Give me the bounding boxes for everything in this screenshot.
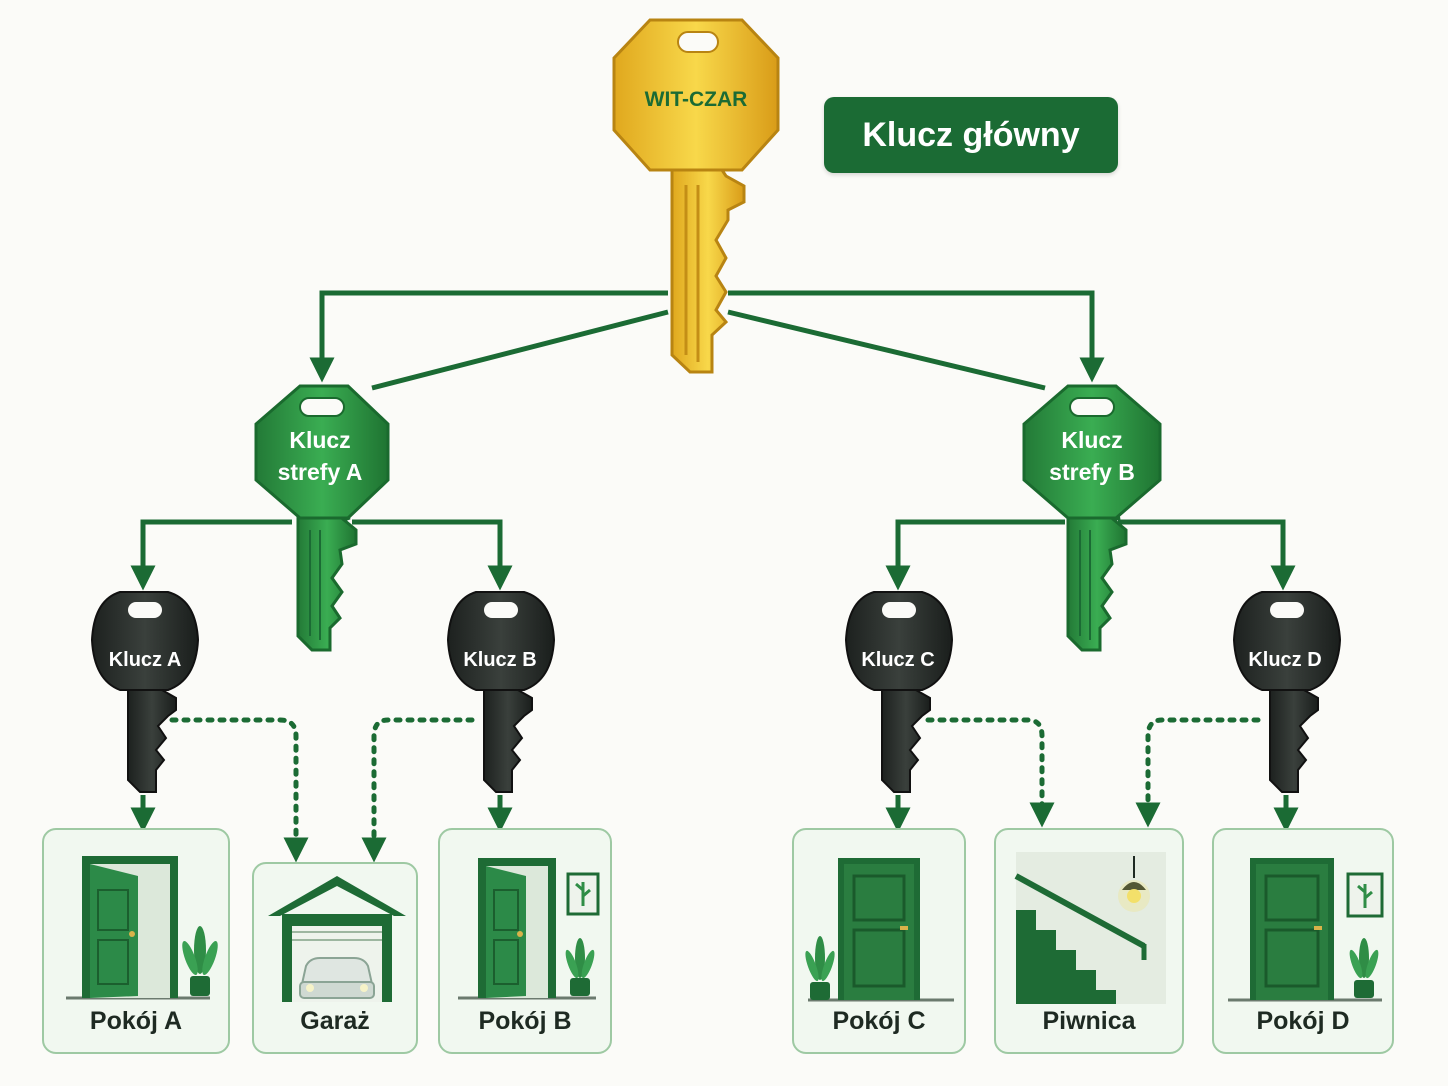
connectors-shared (169, 717, 1261, 863)
connectors-master (309, 290, 1105, 391)
master-key: WIT-CZAR (612, 18, 780, 374)
open-door-icon (458, 858, 600, 1000)
zone-key-a-line1: Klucz (289, 427, 350, 453)
open-door-icon (66, 856, 218, 1000)
room-label-pokoj-b: Pokój B (478, 1007, 572, 1035)
master-key-hole (677, 31, 719, 53)
room-card-garaz: Garaż (252, 862, 418, 1054)
closed-door-icon (1228, 858, 1384, 1002)
room-label-garaz: Garaż (300, 1007, 370, 1035)
zone-key-a-line2: strefy A (278, 459, 363, 485)
zone-key-b: Klucz strefy B (1022, 384, 1162, 652)
master-key-badge: Klucz główny (824, 97, 1118, 173)
zone-key-b-line1: Klucz (1061, 427, 1122, 453)
room-card-pokoj-c: Pokój C (792, 828, 966, 1054)
zone-key-a: Klucz strefy A (254, 384, 390, 652)
connectors-zones (130, 519, 1296, 591)
zone-key-b-hole (1069, 397, 1115, 417)
master-key-label: WIT-CZAR (645, 88, 748, 111)
zone-key-a-hole (299, 397, 345, 417)
room-card-pokoj-d: Pokój D (1212, 828, 1394, 1054)
basement-stairs-icon (1014, 852, 1166, 1004)
room-key-b: Klucz B (446, 591, 556, 793)
room-card-piwnica: Piwnica (994, 828, 1184, 1054)
room-label-pokoj-c: Pokój C (832, 1007, 926, 1035)
room-key-c: Klucz C (844, 591, 954, 793)
room-key-d: Klucz D (1232, 591, 1342, 793)
closed-door-icon (805, 858, 954, 1002)
room-key-b-label: Klucz B (463, 649, 536, 671)
room-key-a-label: Klucz A (109, 649, 182, 671)
zone-key-b-line2: strefy B (1049, 459, 1135, 485)
room-card-pokoj-b: Pokój B (438, 828, 612, 1054)
room-label-piwnica: Piwnica (1042, 1007, 1136, 1035)
connectors-rooms (130, 795, 1299, 833)
room-key-a: Klucz A (90, 591, 200, 793)
room-key-d-label: Klucz D (1248, 649, 1321, 671)
room-label-pokoj-a: Pokój A (89, 1007, 183, 1035)
room-key-c-label: Klucz C (861, 649, 934, 671)
room-label-pokoj-d: Pokój D (1256, 1007, 1350, 1035)
garage-icon (268, 876, 406, 1002)
room-card-pokoj-a: Pokój A (42, 828, 230, 1054)
